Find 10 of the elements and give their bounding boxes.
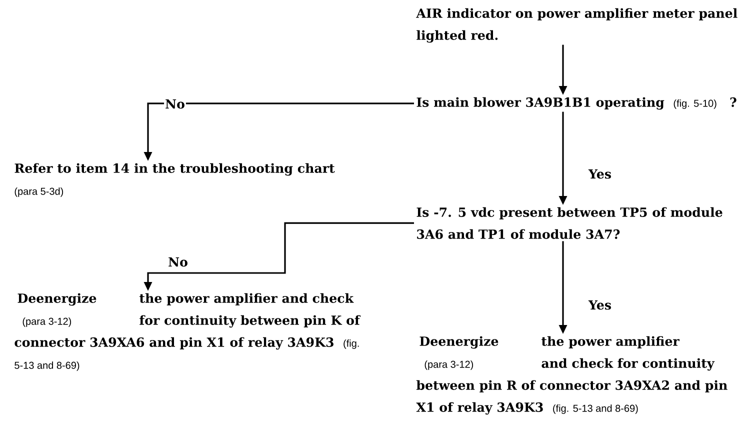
edge-label: Yes <box>588 299 612 311</box>
edge-label: No <box>164 98 186 110</box>
flow-text: Is -7. 5 vdc present between TP5 of module 3A6 and TP1 of module 3A7? <box>416 207 722 239</box>
edge-label: Yes <box>588 168 612 180</box>
flow-text: Refer to item 14 in the troubleshooting chart (para 5-3d) <box>14 163 335 197</box>
flow-text: AIR indicator on power amplifier meter panel lighted red. <box>416 8 738 43</box>
flow-text: Is main blower 3A9B1B1 operating (fig. 5-10) ? <box>416 97 736 110</box>
flow-text: Deenergize (para 3-12) the power amplifier and check for continuity between pin K of connector 3A9XA6 and pin X1 of relay 3A9K3 (fig. 5-13 and 8-69) <box>14 293 361 371</box>
flow-text: Deenergize (para 3-12) the power amplifier and check for continuity between pin R of connector 3A9XA2 and pin X1 of relay 3A9K3 (fig. 5-13 and 8-69) <box>416 336 728 415</box>
edge-label: No <box>167 256 189 268</box>
